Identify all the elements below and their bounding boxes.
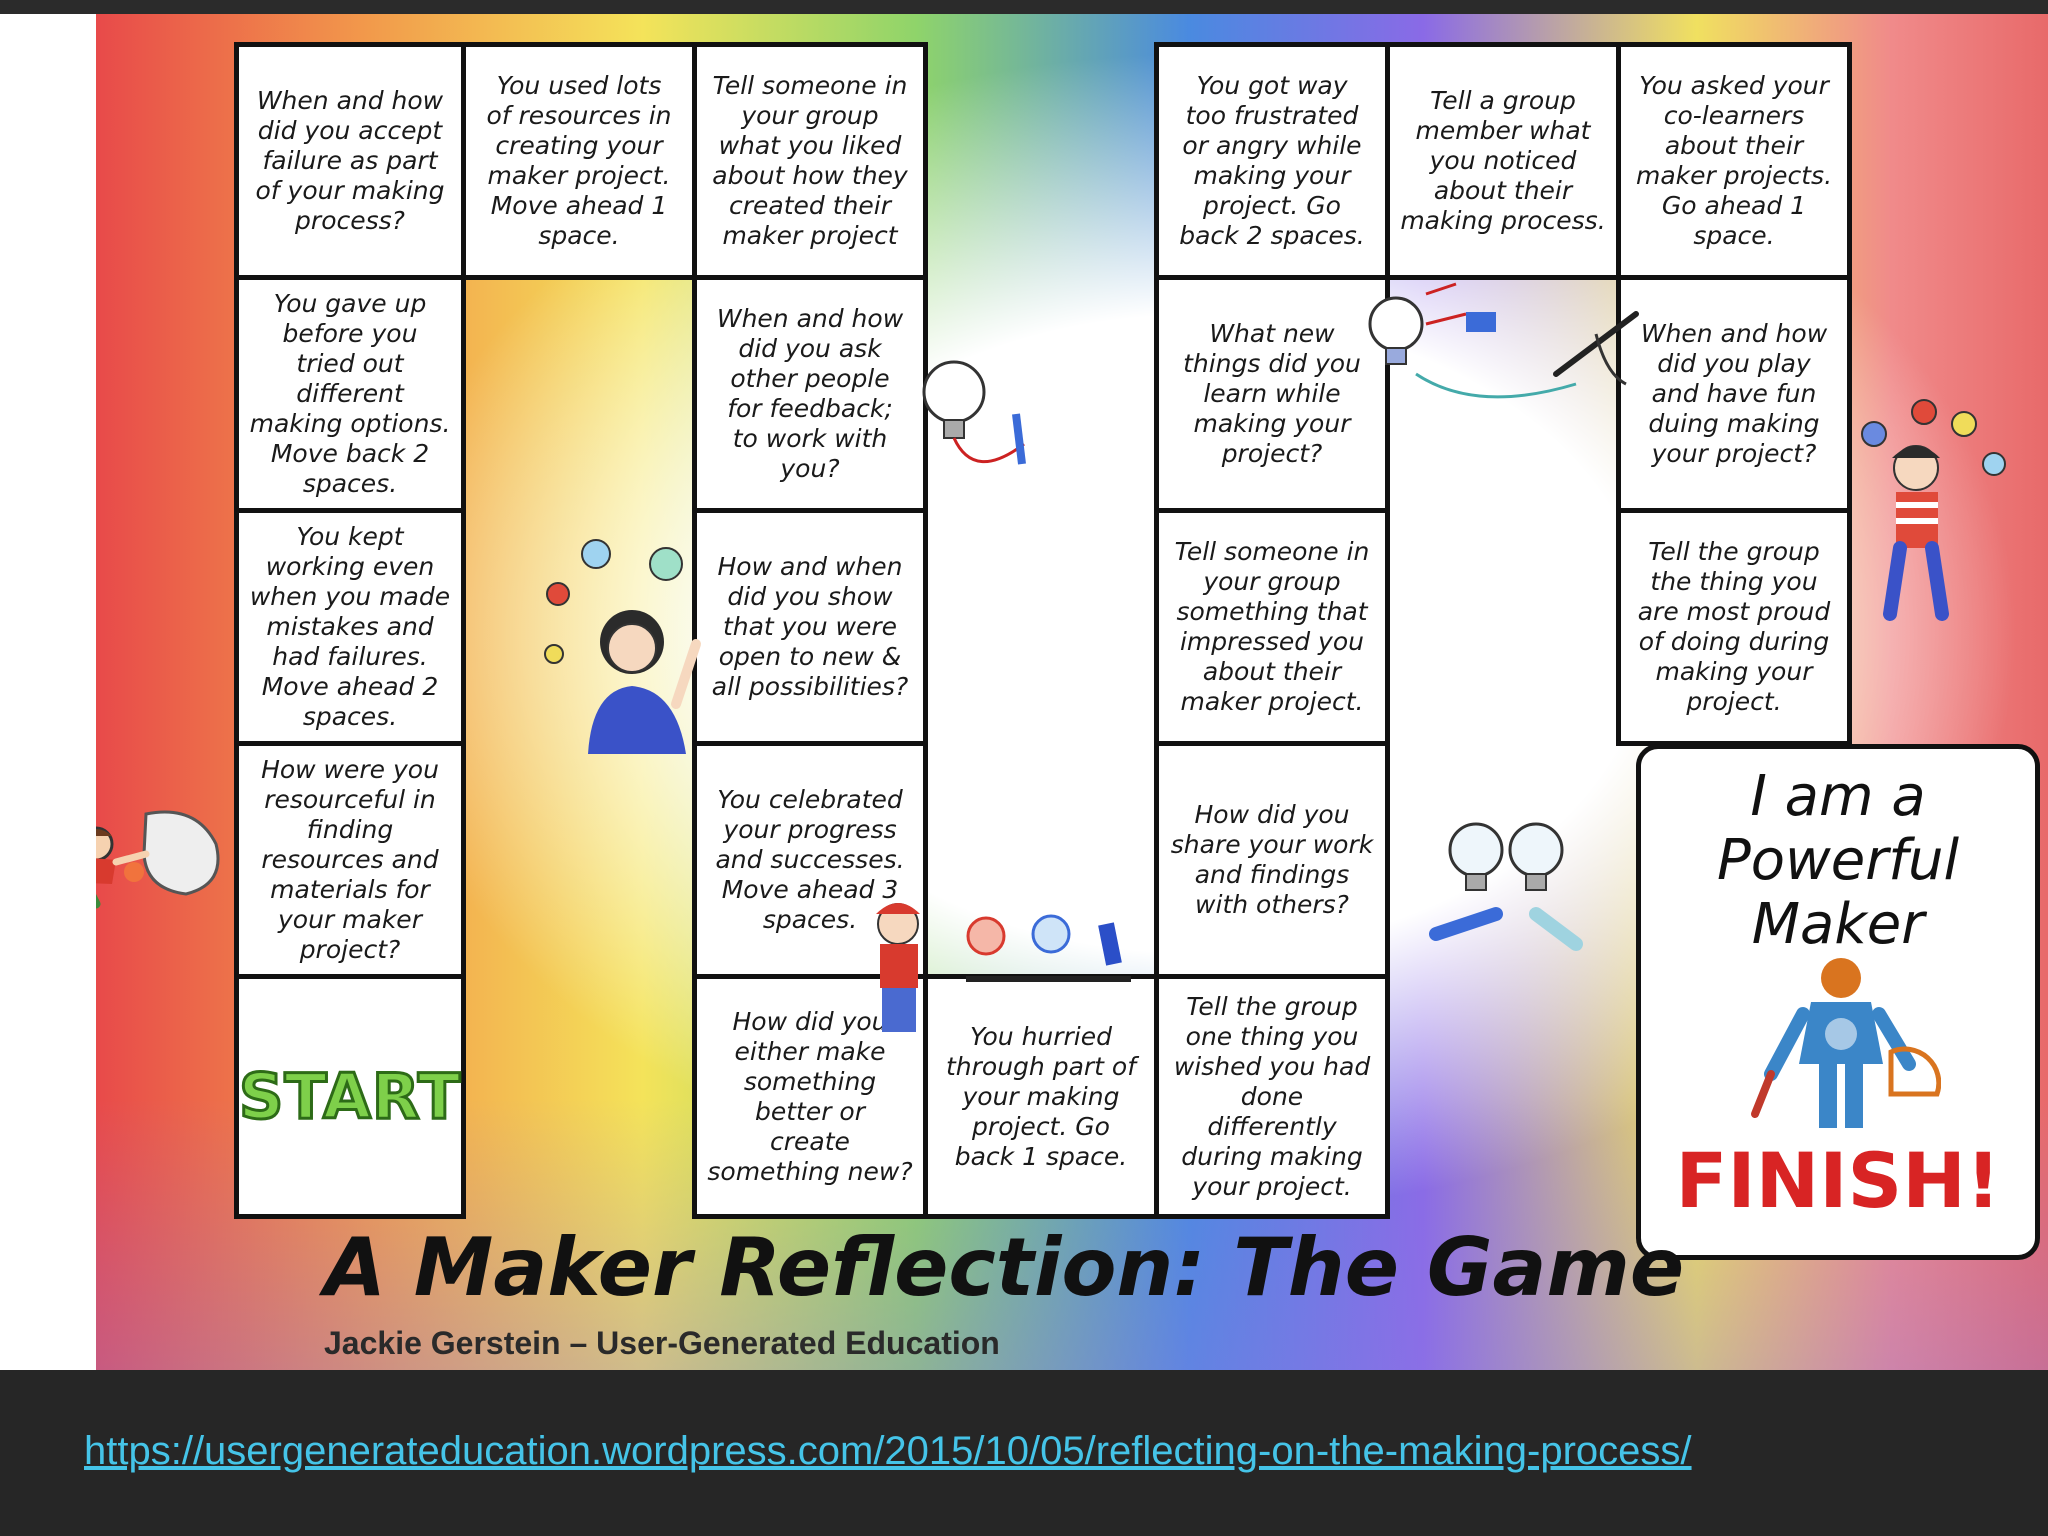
- square-text: You gave up before you tried out differe…: [249, 289, 451, 498]
- board-square: You celebrated your progress and success…: [692, 741, 928, 979]
- juggling-boy-icon: [1861, 399, 2006, 621]
- board-square: How did you either make something better…: [692, 974, 928, 1219]
- board-square: Tell a group member what you noticed abo…: [1385, 42, 1621, 280]
- board-square: You used lots of resources in creating y…: [461, 42, 697, 280]
- source-link[interactable]: https://usergenerateducation.wordpress.c…: [84, 1429, 1692, 1473]
- board-square: How and when did you show that you were …: [692, 508, 928, 746]
- maker-figure-icon: [1751, 958, 1941, 1128]
- board-square: You gave up before you tried out differe…: [234, 275, 466, 513]
- square-text: You used lots of resources in creating y…: [486, 71, 672, 250]
- lightbulb-sketch-icon: [922, 360, 1026, 465]
- game-board: When and how did you accept failure as p…: [96, 14, 2048, 1370]
- board-square: You kept working even when you made mist…: [234, 508, 466, 746]
- square-text: How were you resourceful in finding reso…: [261, 755, 439, 964]
- square-text: When and how did you play and have fun d…: [1640, 319, 1828, 468]
- board-square: Tell the group the thing you are most pr…: [1616, 508, 1852, 746]
- square-text: You got way too frustrated or angry whil…: [1179, 71, 1365, 250]
- board-square: You hurried through part of your making …: [923, 974, 1159, 1219]
- finish-label: FINISH!: [1675, 1136, 2001, 1225]
- square-text: How did you either make something better…: [707, 1006, 913, 1186]
- square-text: You asked your co-learners about their m…: [1635, 71, 1833, 250]
- game-title: A Maker Reflection: The Game: [324, 1221, 1685, 1314]
- square-text: How did you share your work and findings…: [1170, 800, 1374, 919]
- board-square: When and how did you ask other people fo…: [692, 275, 928, 513]
- square-text: Tell the group the thing you are most pr…: [1637, 537, 1831, 716]
- board-square: When and how did you play and have fun d…: [1616, 275, 1852, 513]
- board-square: How were you resourceful in finding reso…: [234, 741, 466, 979]
- square-text: Tell a group member what you noticed abo…: [1400, 86, 1606, 235]
- square-text: You kept working even when you made mist…: [249, 522, 451, 731]
- square-text: When and how did you ask other people fo…: [716, 304, 904, 483]
- square-text: Tell someone in your group what you like…: [712, 71, 908, 250]
- finish-title: I am a Powerful Maker: [1716, 764, 1960, 957]
- start-square: START: [234, 974, 466, 1219]
- slide: When and how did you accept failure as p…: [0, 14, 2048, 1370]
- square-text: What new things did you learn while maki…: [1183, 319, 1361, 468]
- board-square: How did you share your work and findings…: [1154, 741, 1390, 979]
- crawling-kid-lightbulb-icon: [96, 810, 220, 909]
- board-square: When and how did you accept failure as p…: [234, 42, 466, 280]
- board-square: Tell someone in your group what you like…: [692, 42, 928, 280]
- square-text: When and how did you accept failure as p…: [255, 86, 445, 235]
- girl-with-lightbulbs-icon: [544, 539, 701, 754]
- board-square: You got way too frustrated or angry whil…: [1154, 42, 1390, 280]
- square-text: How and when did you show that you were …: [711, 552, 909, 701]
- top-bar: [0, 0, 2048, 14]
- author-credit: Jackie Gerstein – User-Generated Educati…: [324, 1325, 1000, 1361]
- sharing-lightbulbs-icon: [1429, 822, 1583, 951]
- lightbulb-ideas-icon: [1368, 282, 1639, 399]
- square-text: You celebrated your progress and success…: [715, 785, 905, 934]
- board-square: What new things did you learn while maki…: [1154, 275, 1390, 513]
- board-square: Tell someone in your group something tha…: [1154, 508, 1390, 746]
- square-text: You hurried through part of your making …: [945, 1021, 1137, 1171]
- boy-with-lightbulbs-icon: [876, 903, 1131, 1032]
- finish-card: I am a Powerful Maker FINISH!: [1636, 744, 2040, 1260]
- board-square: Tell the group one thing you wished you …: [1154, 974, 1390, 1219]
- board-square: You asked your co-learners about their m…: [1616, 42, 1852, 280]
- slide-margin: [0, 14, 96, 1370]
- square-text: Tell someone in your group something tha…: [1174, 537, 1370, 716]
- footer: [0, 1370, 2048, 1536]
- start-label: START: [237, 1059, 462, 1133]
- square-text: Tell the group one thing you wished you …: [1173, 991, 1371, 1201]
